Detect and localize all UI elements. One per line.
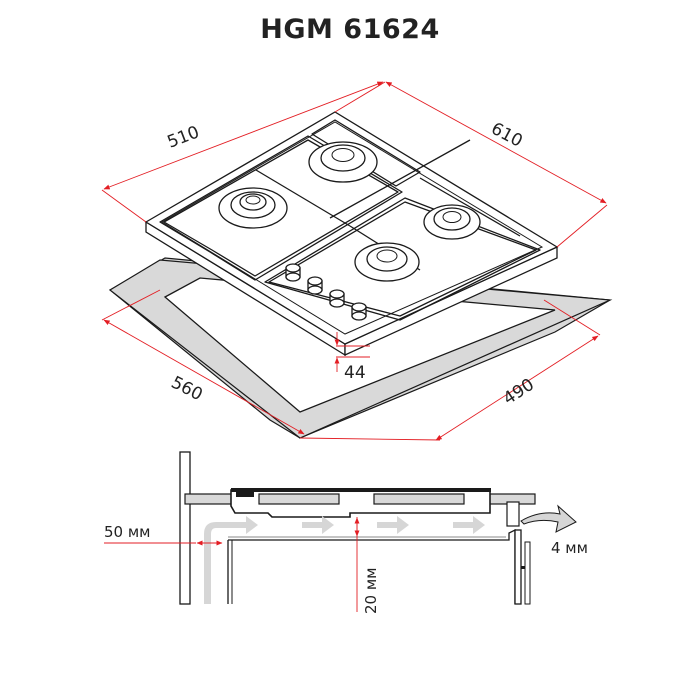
burner-rear-left [218, 187, 288, 229]
airflow-arrow-4 [453, 516, 485, 534]
airflow-arrow-3 [377, 516, 409, 534]
dim-label-510: 510 [165, 122, 202, 152]
section-view [179, 451, 577, 605]
knob-2 [307, 276, 323, 295]
label-4mm: 4 мм [551, 539, 588, 557]
label-20mm: 20 мм [362, 568, 380, 615]
dimension-20mm: 20 мм [354, 517, 380, 615]
burner-front-center [354, 242, 420, 282]
control-knobs [285, 263, 367, 321]
label-50mm: 50 мм [104, 523, 151, 541]
dim-label-560: 560 [168, 373, 206, 406]
dimension-4mm: 4 мм [551, 539, 588, 557]
burner-rear-center [308, 141, 378, 183]
burner-front-right [423, 204, 481, 240]
dimension-50mm: 50 мм [104, 523, 223, 546]
knob-1 [285, 263, 301, 282]
dim-label-490: 490 [500, 375, 538, 409]
airflow-arrow-1 [204, 516, 258, 604]
dim-label-610: 610 [488, 119, 526, 152]
knob-3 [329, 289, 345, 308]
knob-4 [351, 302, 367, 321]
airflow-arrow-2 [302, 516, 334, 534]
dim-label-44: 44 [344, 363, 366, 383]
dimension-44: 44 [334, 332, 370, 383]
model-title: HGM 61624 [260, 14, 440, 45]
